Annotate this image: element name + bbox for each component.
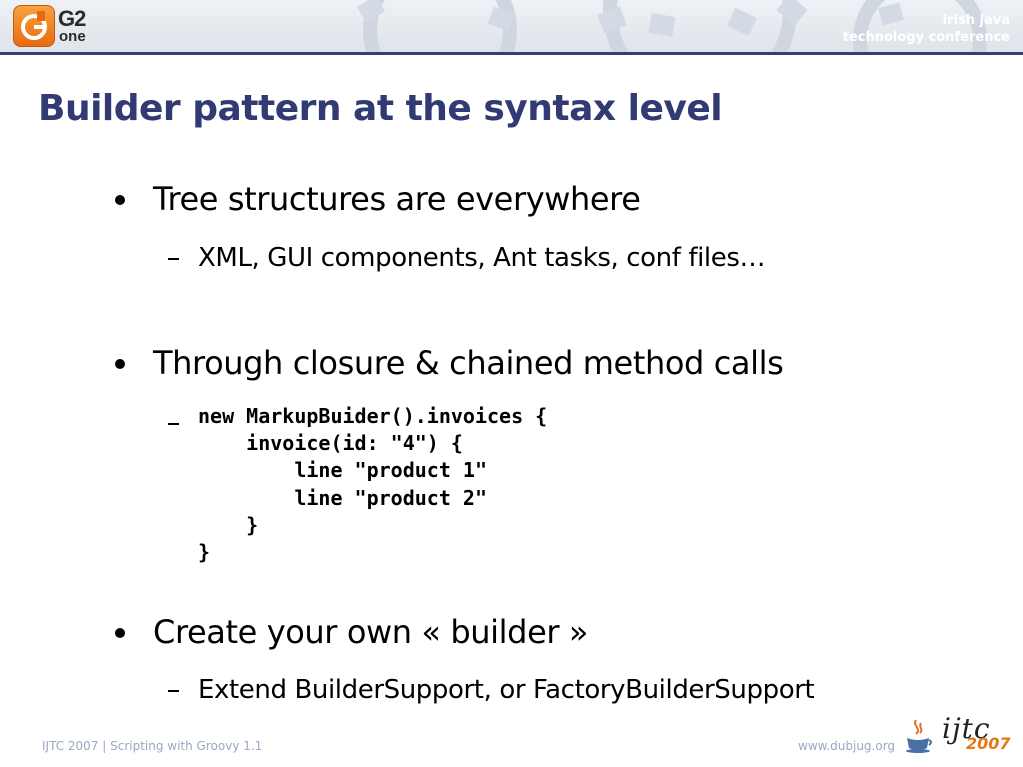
logo-text: G2 (58, 6, 86, 31)
sub-bullet-1-text: XML, GUI components, Ant tasks, conf fil… (198, 243, 766, 273)
ijtc-logo: ijtc 2007 (942, 714, 1012, 760)
bullet-1-text: Tree structures are everywhere (153, 180, 641, 218)
logo-subtext: one (59, 28, 86, 45)
slide-title: Builder pattern at the syntax level (38, 88, 723, 129)
footer-url: www.dubjug.org (798, 739, 896, 753)
bullet-3-text: Create your own « builder » (153, 613, 589, 651)
bullet-dot-icon (115, 195, 125, 205)
ijtc-logo-text: ijtc (942, 712, 991, 745)
code-block: new MarkupBuider().invoices { invoice(id… (198, 404, 548, 565)
dash-icon (168, 690, 179, 692)
header-band: G2 one irish java technology conference (0, 0, 1023, 52)
java-cup-icon (906, 719, 932, 753)
g2one-logo: G2 one (13, 5, 103, 49)
conference-line-2: technology conference (842, 30, 1010, 45)
ijtc-logo-year: 2007 (966, 734, 1011, 753)
g2one-logo-icon (13, 5, 55, 47)
gears-decoration (356, 0, 987, 52)
dash-icon (168, 258, 179, 260)
bullet-dot-icon (115, 359, 125, 369)
sub-bullet-3-text: Extend BuilderSupport, or FactoryBuilder… (198, 675, 815, 705)
footer-left: IJTC 2007 | Scripting with Groovy 1.1 (42, 739, 263, 753)
conference-name: irish java technology conference (843, 12, 1010, 46)
bullet-2-text: Through closure & chained method calls (153, 344, 784, 382)
dash-icon (168, 423, 179, 425)
conference-line-1: irish java (942, 13, 1010, 28)
bullet-dot-icon (115, 628, 125, 638)
header-rule (0, 52, 1023, 55)
